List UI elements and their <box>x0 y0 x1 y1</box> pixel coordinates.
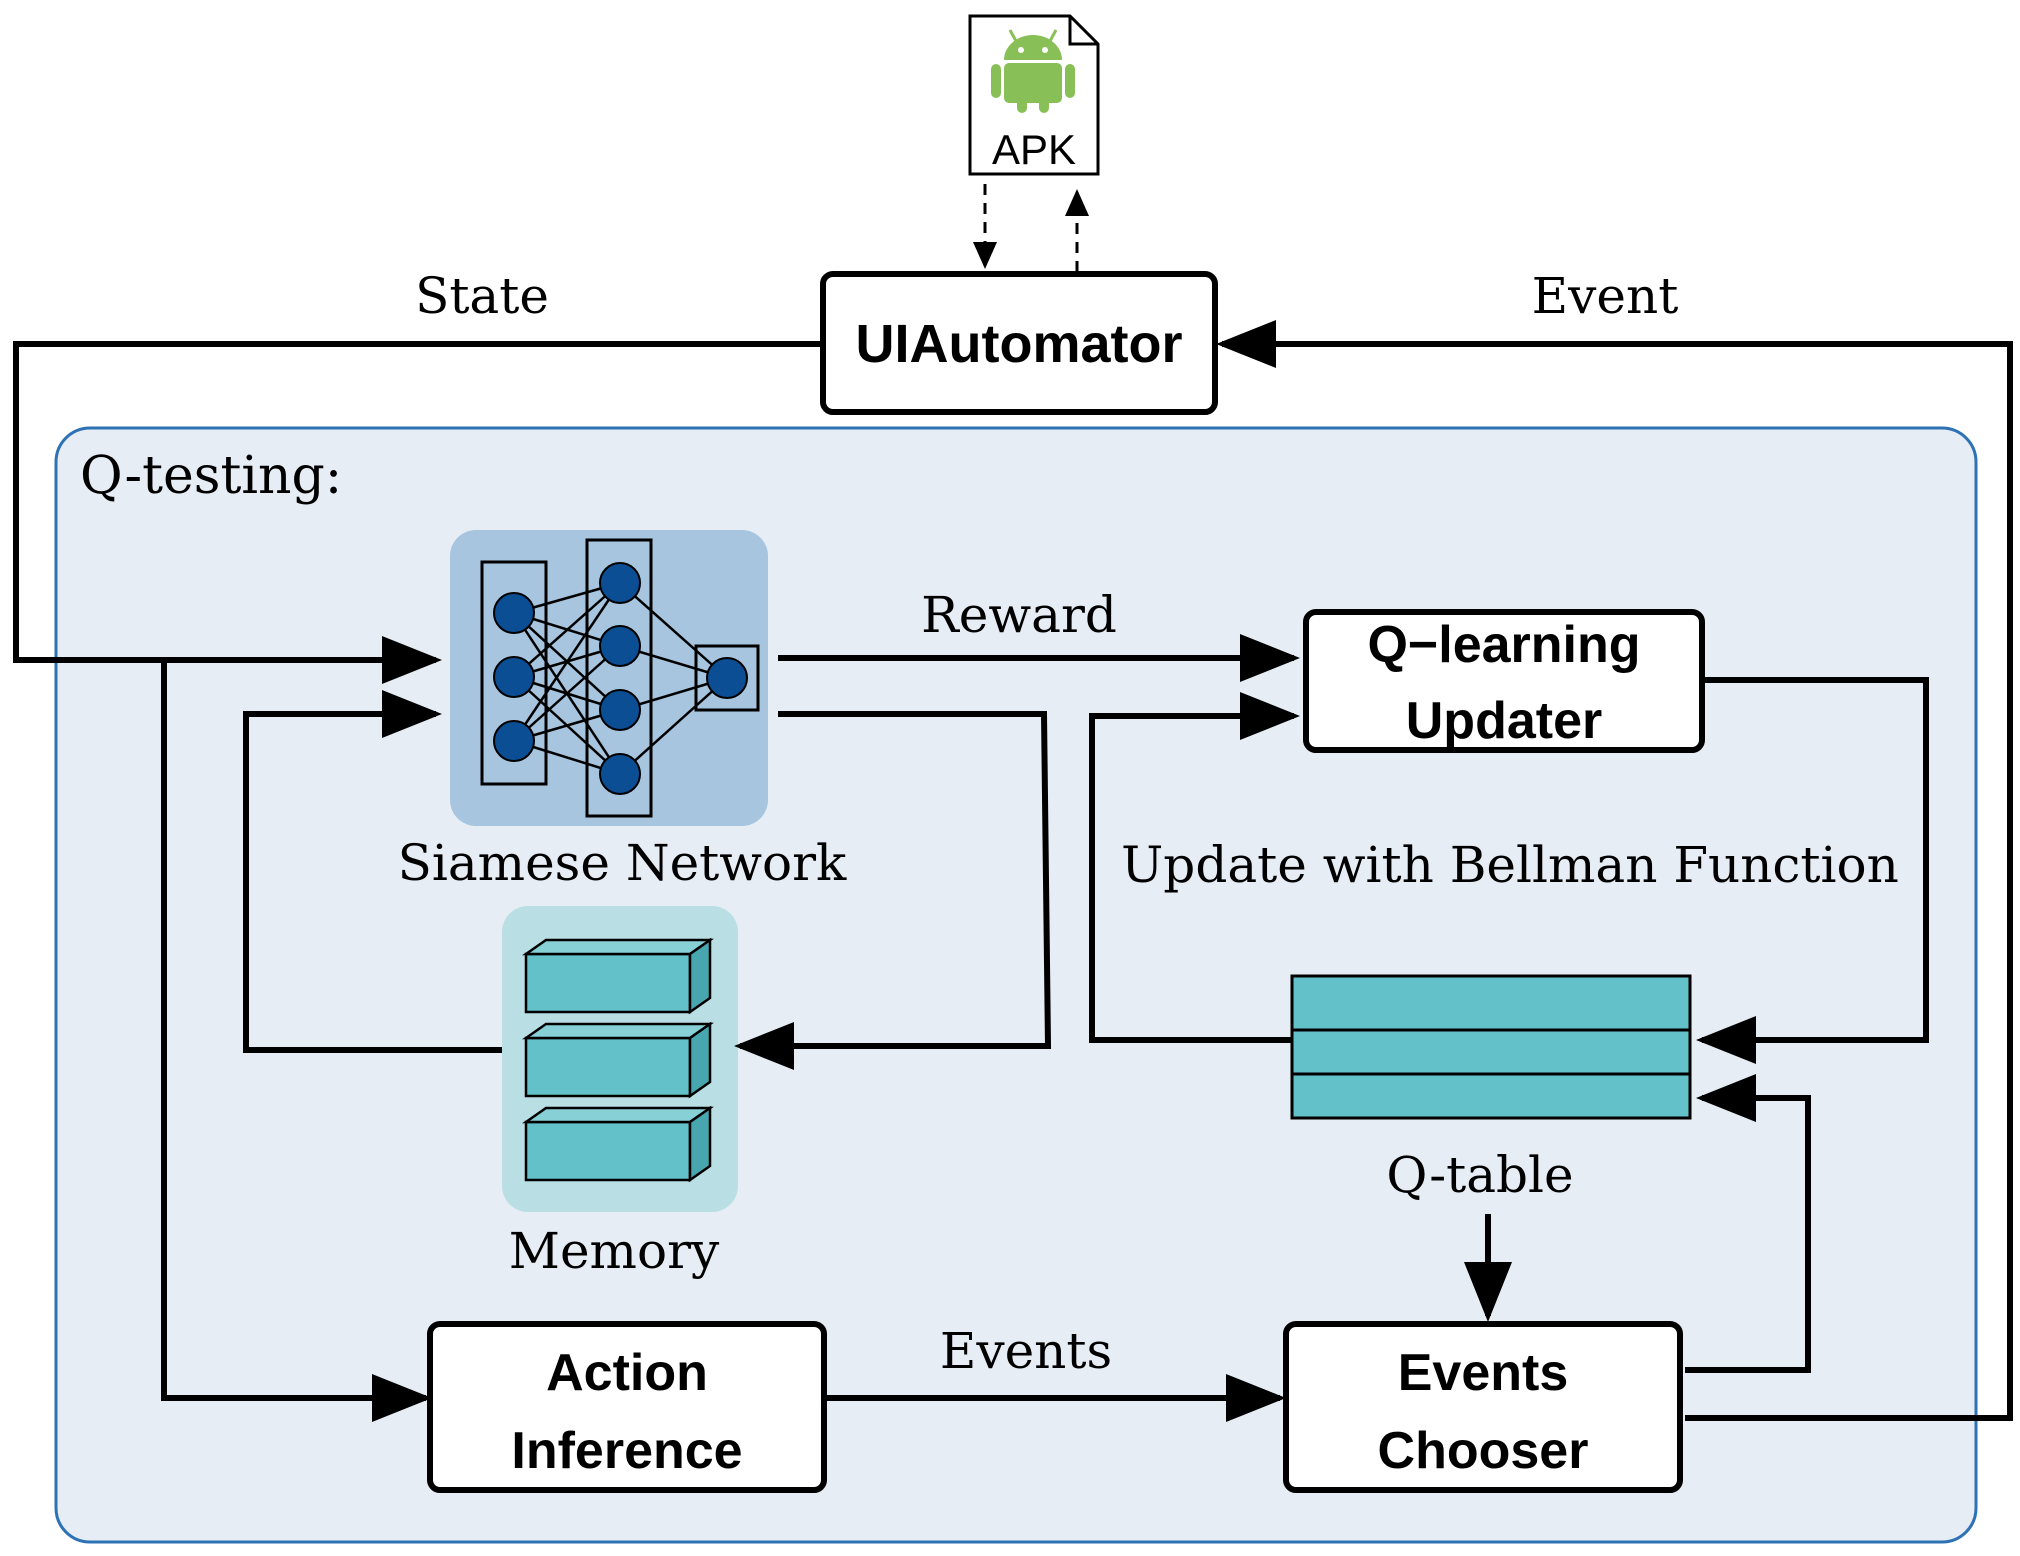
q-learning-updater-label-line2: Updater <box>1406 692 1602 750</box>
updater-to-q-table-arrow <box>1696 677 1929 1064</box>
siamese-network-label: Siamese Network <box>398 834 847 892</box>
siamese-network-icon <box>480 538 760 818</box>
events-chooser-label-line1: Events <box>1398 1344 1569 1402</box>
reward-label: Reward <box>921 586 1117 644</box>
events-label: Events <box>940 1322 1112 1380</box>
events-chooser-label-line2: Chooser <box>1378 1422 1589 1480</box>
memory-label: Memory <box>509 1222 720 1280</box>
state-to-action-inference-arrow <box>161 660 432 1422</box>
memory-blocks-icon <box>522 937 714 1183</box>
events-chooser-to-q-table-arrow <box>1685 1074 1811 1373</box>
memory-to-siamese-arrow <box>243 690 502 1053</box>
state-label: State <box>415 267 549 325</box>
action-inference-label-line1: Action <box>546 1344 708 1402</box>
q-table-label: Q-table <box>1386 1146 1573 1204</box>
state-arrow <box>13 341 823 684</box>
q-table-to-updater-arrow <box>1089 692 1300 1043</box>
update-bellman-label: Update with Bellman Function <box>1121 836 1899 894</box>
event-arrow <box>1216 320 2013 1421</box>
uiautomator-label: UIAutomator <box>856 314 1183 374</box>
action-inference-label-line2: Inference <box>511 1422 742 1480</box>
siamese-to-memory-arrow <box>734 711 1052 1070</box>
apk-label: APK <box>992 126 1076 173</box>
q-testing-label: Q-testing: <box>80 446 342 506</box>
android-robot-icon <box>991 29 1075 113</box>
q-learning-updater-label-line1: Q−learning <box>1367 616 1640 674</box>
action-inference-box <box>427 1321 827 1493</box>
q-table-icon <box>1290 974 1692 1120</box>
event-label: Event <box>1532 267 1679 325</box>
events-chooser-box <box>1283 1321 1683 1493</box>
